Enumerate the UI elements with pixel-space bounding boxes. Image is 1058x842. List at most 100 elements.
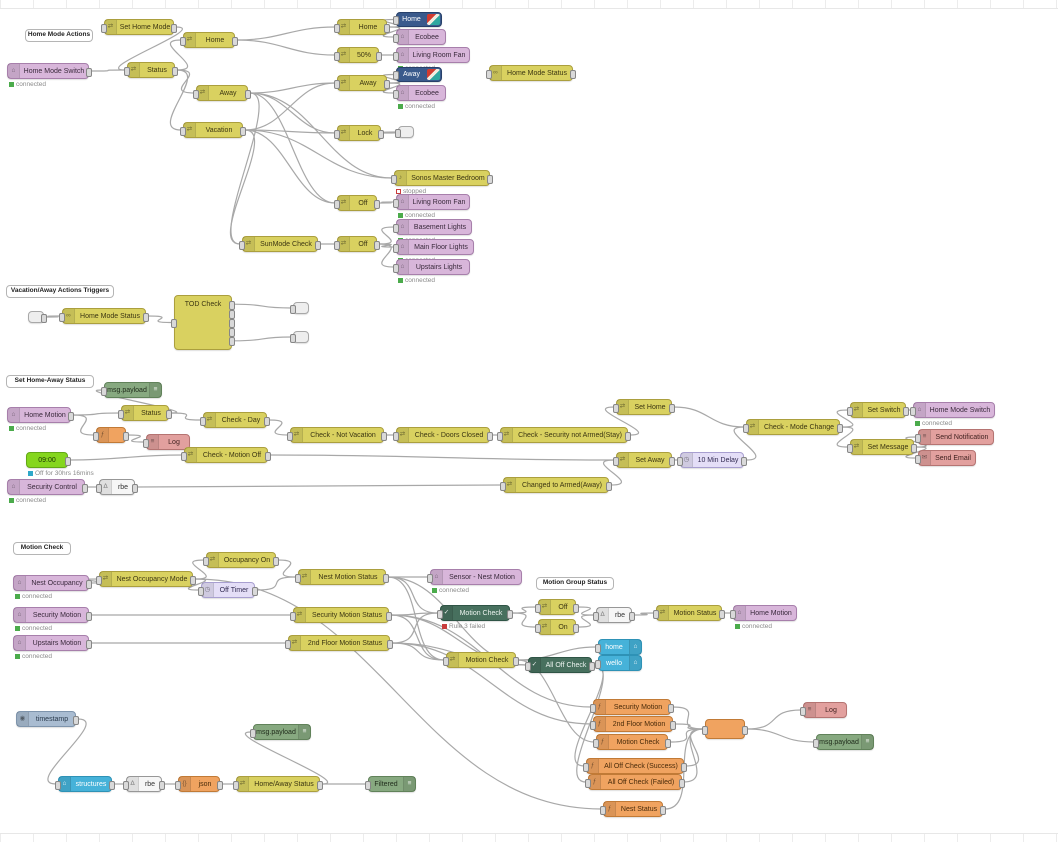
output-port[interactable] [273, 557, 279, 566]
output-port[interactable] [837, 424, 843, 433]
node-check-motion-off[interactable]: ⇄Check - Motion Off [181, 447, 271, 463]
node-motion-check[interactable]: ✓Motion Check [437, 605, 513, 621]
input-port[interactable] [393, 244, 399, 253]
node-motion-status[interactable]: ⇄Motion Status [653, 605, 725, 621]
input-port[interactable] [443, 657, 449, 666]
input-port[interactable] [118, 410, 124, 419]
node-log[interactable]: ≡Log [143, 434, 190, 450]
output-port[interactable] [315, 241, 321, 250]
output-port[interactable] [573, 624, 579, 633]
output-port[interactable] [606, 482, 612, 491]
node-sunmode-check[interactable]: ⇄SunMode Check [239, 236, 321, 252]
input-port[interactable] [595, 644, 601, 653]
node-set-home-mode[interactable]: ⇄Set Home Mode [101, 19, 177, 35]
comment-set-home-away-status[interactable]: Set Home-Away Status [6, 375, 94, 388]
output-port[interactable] [573, 604, 579, 613]
output-port[interactable] [679, 779, 685, 788]
input-port[interactable] [847, 407, 853, 416]
input-port[interactable] [181, 452, 187, 461]
node-main-floor-lights[interactable]: ⌂Main Floor Lights [393, 239, 474, 255]
input-port[interactable] [593, 739, 599, 748]
input-port[interactable] [123, 781, 129, 790]
input-port[interactable] [535, 624, 541, 633]
output-port[interactable] [665, 739, 671, 748]
input-port[interactable] [393, 71, 399, 80]
output-port[interactable] [172, 67, 178, 76]
node-link-node[interactable] [28, 311, 47, 323]
input-port[interactable] [393, 199, 399, 208]
input-port[interactable] [334, 52, 340, 61]
output-port[interactable] [143, 313, 149, 322]
input-port[interactable] [334, 130, 340, 139]
output-port[interactable] [668, 704, 674, 713]
output-port[interactable] [589, 662, 595, 671]
output-port[interactable] [741, 457, 747, 466]
input-port[interactable] [193, 90, 199, 99]
node-away[interactable]: Away [393, 67, 442, 82]
output-port[interactable] [229, 319, 235, 328]
input-port[interactable] [124, 67, 130, 76]
output-port[interactable] [669, 404, 675, 413]
input-port[interactable] [800, 707, 806, 716]
output-port[interactable] [381, 432, 387, 441]
node-ecobee[interactable]: ⌂Ecobee [393, 85, 446, 101]
input-port[interactable] [239, 241, 245, 250]
node-basement-lights[interactable]: ⌂Basement Lights [393, 219, 472, 235]
input-port[interactable] [334, 24, 340, 33]
node-home-mode-switch[interactable]: ⌂Home Mode Switch [910, 402, 995, 418]
node-check-security-not-armed-stay[interactable]: ⇄Check - Security not Armed(Stay) [497, 427, 631, 443]
output-port[interactable] [911, 444, 917, 453]
node-nest-motion-status[interactable]: ⇄Nest Motion Status [295, 569, 389, 585]
output-port[interactable] [625, 432, 631, 441]
node-home[interactable]: ⇄Home [180, 32, 238, 48]
node-structures[interactable]: ⌂structures [55, 776, 115, 792]
output-port[interactable] [240, 127, 246, 136]
output-port[interactable] [68, 412, 74, 421]
input-port[interactable] [813, 739, 819, 748]
input-port[interactable] [287, 432, 293, 441]
output-port[interactable] [384, 80, 390, 89]
node-sensor-nest-motion[interactable]: ⌂Sensor - Nest Motion [427, 569, 522, 585]
node-09-00[interactable]: 09:00 [26, 452, 71, 468]
input-port[interactable] [730, 610, 736, 619]
input-port[interactable] [59, 313, 65, 322]
node-set-switch[interactable]: ⇄Set Switch [847, 402, 909, 418]
output-port[interactable] [670, 721, 676, 730]
comment-vacation-away-actions-triggers[interactable]: Vacation/Away Actions Triggers [6, 285, 114, 298]
node-security-motion-status[interactable]: ⇄Security Motion Status [290, 607, 392, 623]
node-set-message[interactable]: ⇄Set Message [847, 439, 917, 455]
input-port[interactable] [500, 482, 506, 491]
node-home[interactable]: ⇄Home [334, 19, 390, 35]
node-send-notification[interactable]: ≡Send Notification [915, 429, 994, 445]
input-port[interactable] [395, 129, 401, 138]
input-port[interactable] [393, 264, 399, 273]
output-port[interactable] [232, 37, 238, 46]
input-port[interactable] [334, 200, 340, 209]
node-set-away[interactable]: ⇄Set Away [613, 452, 675, 468]
output-port[interactable] [374, 241, 380, 250]
node-all-off-check[interactable]: ✓All Off Check [525, 657, 595, 673]
node-home-mode-status[interactable]: ∞Home Mode Status [59, 308, 149, 324]
output-port[interactable] [171, 24, 177, 33]
node-home-away-status[interactable]: ⇄Home/Away Status [233, 776, 323, 792]
input-port[interactable] [593, 612, 599, 621]
output-port[interactable] [376, 52, 382, 61]
output-port[interactable] [317, 781, 323, 790]
input-port[interactable] [393, 16, 399, 25]
node-upstairs-motion[interactable]: ⌂Upstairs Motion [13, 635, 92, 651]
output-port[interactable] [245, 90, 251, 99]
node-occupancy-on[interactable]: ⇄Occupancy On [203, 552, 279, 568]
node-vacation[interactable]: ⇄Vacation [180, 122, 246, 138]
node-orange-node[interactable]: ƒ [93, 427, 129, 443]
input-port[interactable] [486, 70, 492, 79]
node-status[interactable]: ⇄Status [118, 405, 172, 421]
input-port[interactable] [143, 439, 149, 448]
node-filtered[interactable]: Filtered≡ [365, 776, 416, 792]
node-link-node[interactable] [290, 331, 309, 343]
input-port[interactable] [585, 779, 591, 788]
node-ecobee[interactable]: ⌂Ecobee [393, 29, 446, 45]
node-check-day[interactable]: ⇄Check - Day [200, 412, 270, 428]
input-port[interactable] [198, 587, 204, 596]
node-set-home[interactable]: ⇄Set Home [613, 399, 675, 415]
